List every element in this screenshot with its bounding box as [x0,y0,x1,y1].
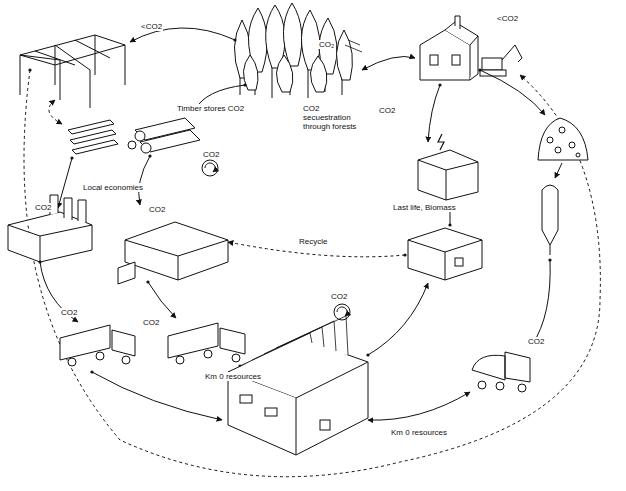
excavator [480,45,522,76]
diagram-label: CO2 [202,150,220,159]
diagram-label: CO2 [527,337,545,346]
diagram-label: CO2 [148,205,166,214]
diagram-label: CO2 [330,292,348,301]
rubble [538,118,588,160]
diagram-label: Recycle [298,237,328,246]
diagram-label: Local economies [82,183,144,192]
biomass-plant [418,134,478,200]
timber-frame [20,35,125,108]
house [420,16,478,80]
diagram-label: Km 0 resources [390,428,448,437]
diagram-label: CO2 [142,318,160,327]
timber-truck [168,323,245,364]
logs [128,118,200,153]
diagram-label: Timber stores CO2 [176,104,245,113]
diagram-label: <CO2 [140,22,163,31]
diagram-label: <CO2 [496,14,519,23]
sawmill-factory [8,195,92,262]
concrete-mixer [472,352,530,392]
diagram-label: CO2 secuestration through forests [302,104,368,132]
timber-factory [118,222,228,284]
main-building [228,316,368,455]
recycle-building [408,228,482,280]
diagram-label: CO2 [60,308,78,317]
forest [234,3,352,98]
beams [68,120,118,154]
diagram-label: Last life, Biomass [392,203,457,212]
diagram-label: CO2 [378,106,396,115]
timber-truck [60,325,135,366]
diagram-label: Km 0 resources [204,372,262,381]
silo [542,185,558,255]
diagram-label: CO2 [34,203,52,212]
diagram-label: CO₂ [318,40,335,49]
